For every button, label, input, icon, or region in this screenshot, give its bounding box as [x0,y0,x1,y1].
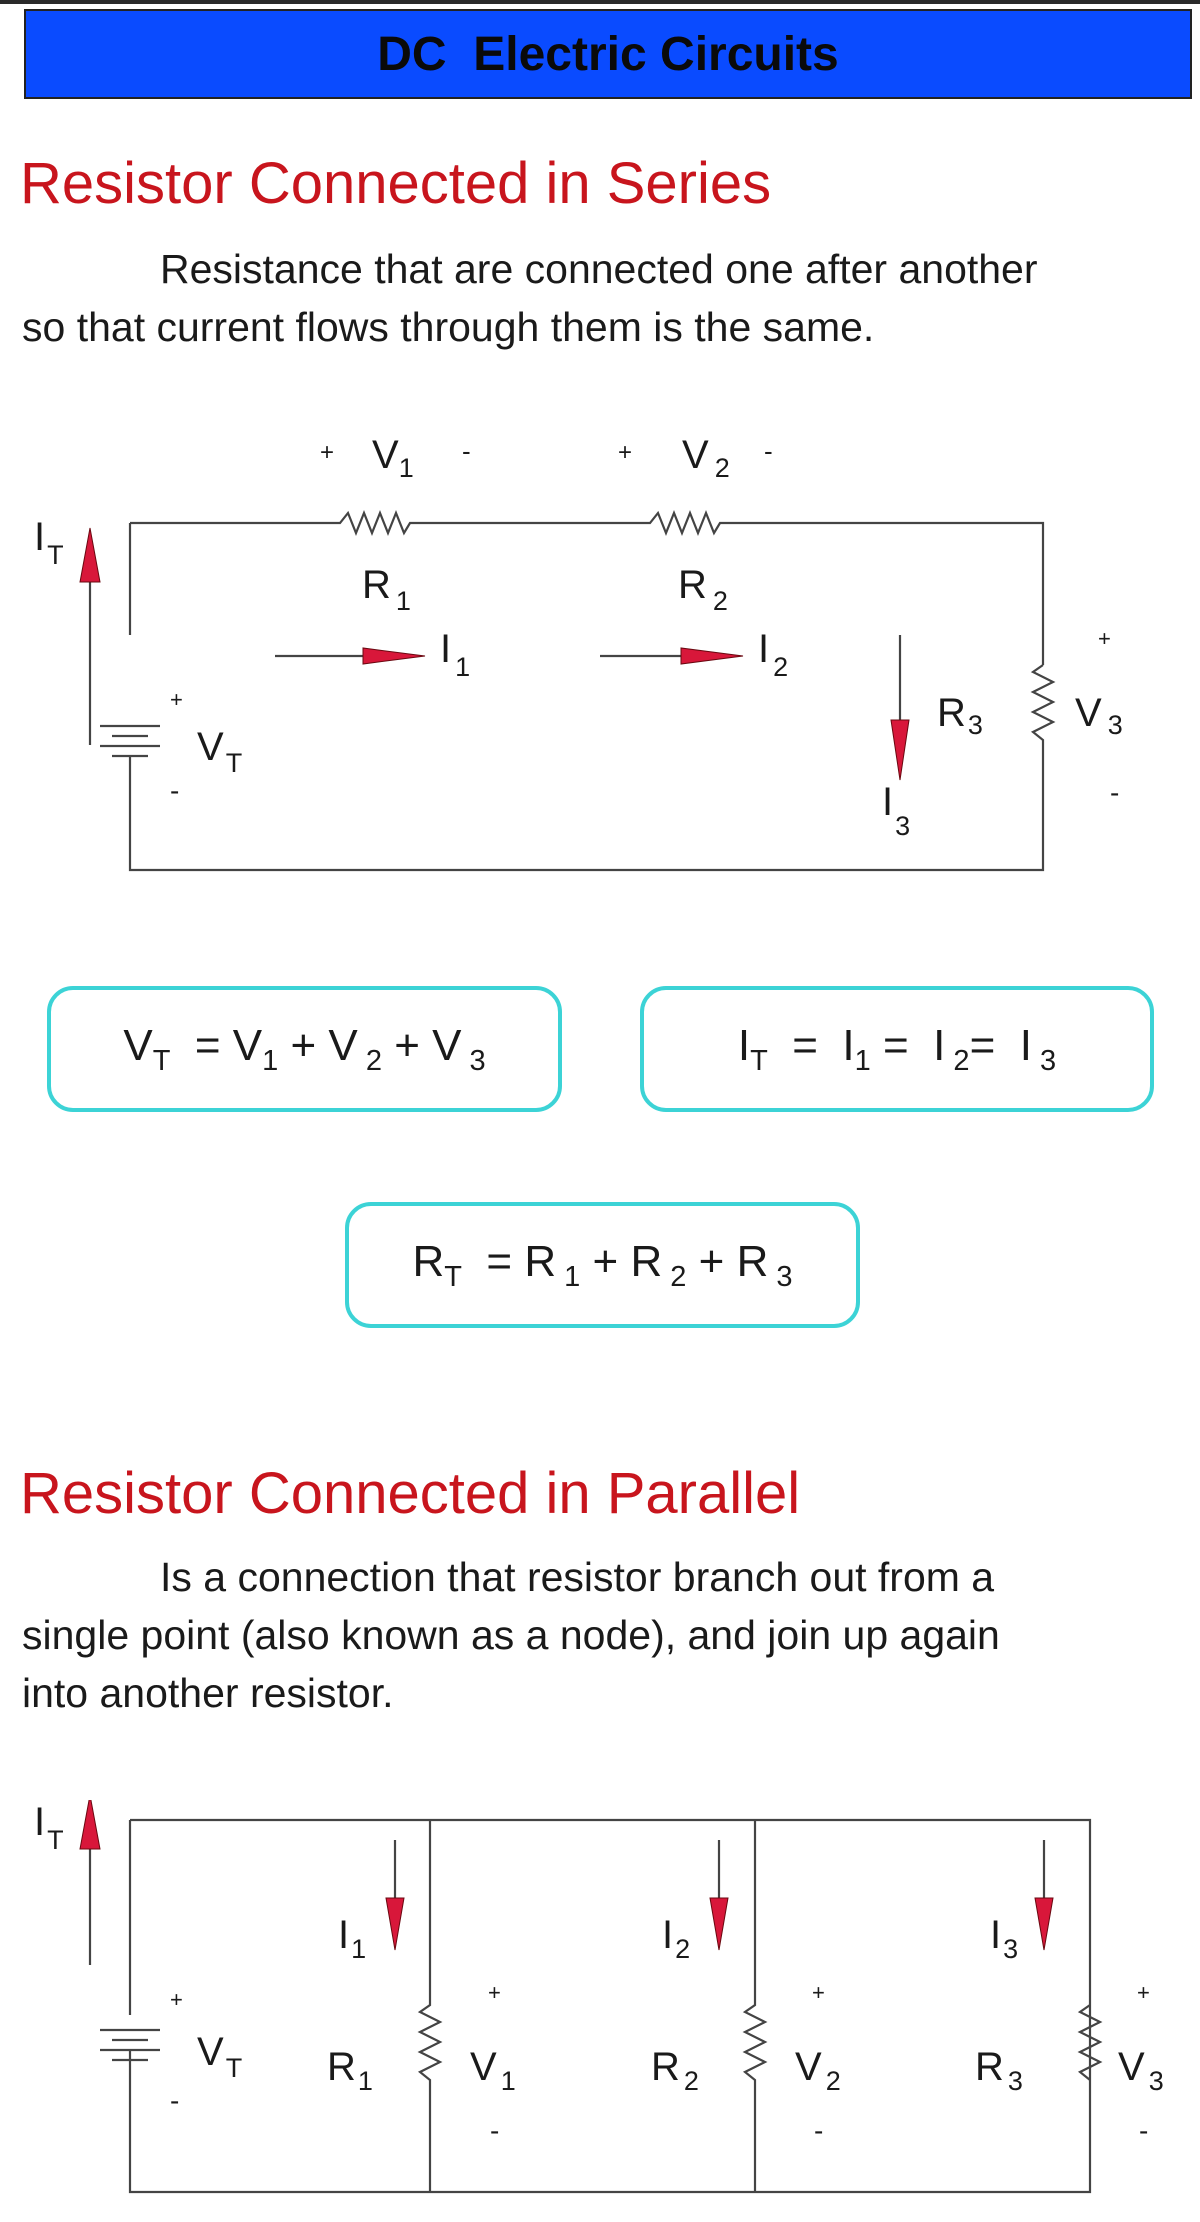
parallel-branch-r1 [417,1820,443,2192]
parallel-description: Is a connection that resistor branch out… [22,1548,1178,1722]
series-resistance-equation: RT = R 1 + R 2 + R 3 [412,1236,793,1293]
svg-text:I2: I2 [758,627,788,682]
svg-text:V3: V3 [1118,2045,1164,2096]
svg-text:+: + [488,1980,501,2005]
svg-text:V1: V1 [372,433,414,483]
svg-text:+: + [170,687,183,712]
svg-text:-: - [170,2085,179,2116]
svg-text:+: + [812,1980,825,2005]
series-r3-and-bottom-wire [128,664,1056,872]
svg-text:I1: I1 [440,627,470,682]
parallel-it-arrow-head [79,1800,101,1850]
series-description-line-2: so that current flows through them is th… [22,304,875,350]
series-description: Resistance that are connected one after … [22,240,1178,356]
top-edge-bar [0,0,1200,4]
svg-text:-: - [1139,2115,1148,2146]
parallel-branch-r2 [742,1820,768,2192]
svg-text:VT: VT [197,725,242,778]
parallel-heading: Resistor Connected in Parallel [20,1461,801,1526]
svg-text:V2: V2 [682,433,730,483]
parallel-i1-arrow-head [385,1897,405,1951]
svg-text:R2: R2 [651,2045,699,2096]
parallel-outer-loop [128,1818,1092,2194]
svg-text:R1: R1 [327,2045,373,2096]
svg-text:-: - [490,2115,499,2146]
series-voltage-equation-box: VT = V1 + V 2 + V 3 [47,986,562,1112]
svg-text:R1: R1 [362,563,411,616]
svg-text:I2: I2 [662,1913,690,1964]
svg-text:+: + [170,1987,183,2012]
series-i3-arrow-head [890,719,910,781]
svg-text:IT: IT [34,1800,64,1855]
svg-text:I3: I3 [882,780,910,841]
title-banner: DC Electric Circuits [24,9,1192,99]
parallel-battery [100,2028,160,2062]
svg-text:-: - [170,775,179,806]
parallel-description-line-1: Is a connection that resistor branch out… [160,1554,995,1600]
series-resistance-equation-box: RT = R 1 + R 2 + R 3 [345,1202,860,1328]
series-i1-arrow-head [362,647,426,665]
series-voltage-equation: VT = V1 + V 2 + V 3 [123,1020,486,1077]
svg-text:IT: IT [34,515,64,570]
svg-text:+: + [320,439,334,466]
series-heading: Resistor Connected in Series [20,151,772,216]
svg-text:-: - [1110,777,1119,808]
svg-text:R2: R2 [678,563,728,616]
parallel-branch-r3 [1077,2004,1103,2081]
svg-text:V1: V1 [470,2045,516,2096]
svg-text:I3: I3 [990,1913,1018,1964]
svg-text:+: + [618,439,632,466]
svg-text:+: + [1098,626,1111,651]
series-description-line-1: Resistance that are connected one after … [160,246,1038,292]
svg-text:V3: V3 [1075,691,1123,740]
series-i2-arrow-head [680,647,744,665]
parallel-i2-arrow-head [709,1897,729,1951]
page-title: DC Electric Circuits [377,27,839,81]
parallel-description-line-3: into another resistor. [22,1670,394,1716]
series-it-arrow-head [79,527,101,583]
svg-text:-: - [764,436,773,466]
svg-text:R3: R3 [937,691,983,740]
svg-text:I1: I1 [338,1913,366,1964]
svg-text:-: - [814,2115,823,2146]
svg-text:V2: V2 [795,2045,841,2096]
svg-text:VT: VT [197,2030,242,2083]
series-current-equation-box: IT = I1 = I 2= I 3 [640,986,1154,1112]
svg-text:+: + [1137,1980,1150,2005]
svg-text:R3: R3 [975,2045,1023,2096]
series-battery [100,724,160,758]
parallel-i3-arrow-head [1034,1897,1054,1951]
series-current-equation: IT = I1 = I 2= I 3 [737,1020,1057,1077]
parallel-description-line-2: single point (also known as a node), and… [22,1612,1000,1658]
svg-text:-: - [462,436,471,466]
series-top-wire-with-resistors [130,510,1045,665]
